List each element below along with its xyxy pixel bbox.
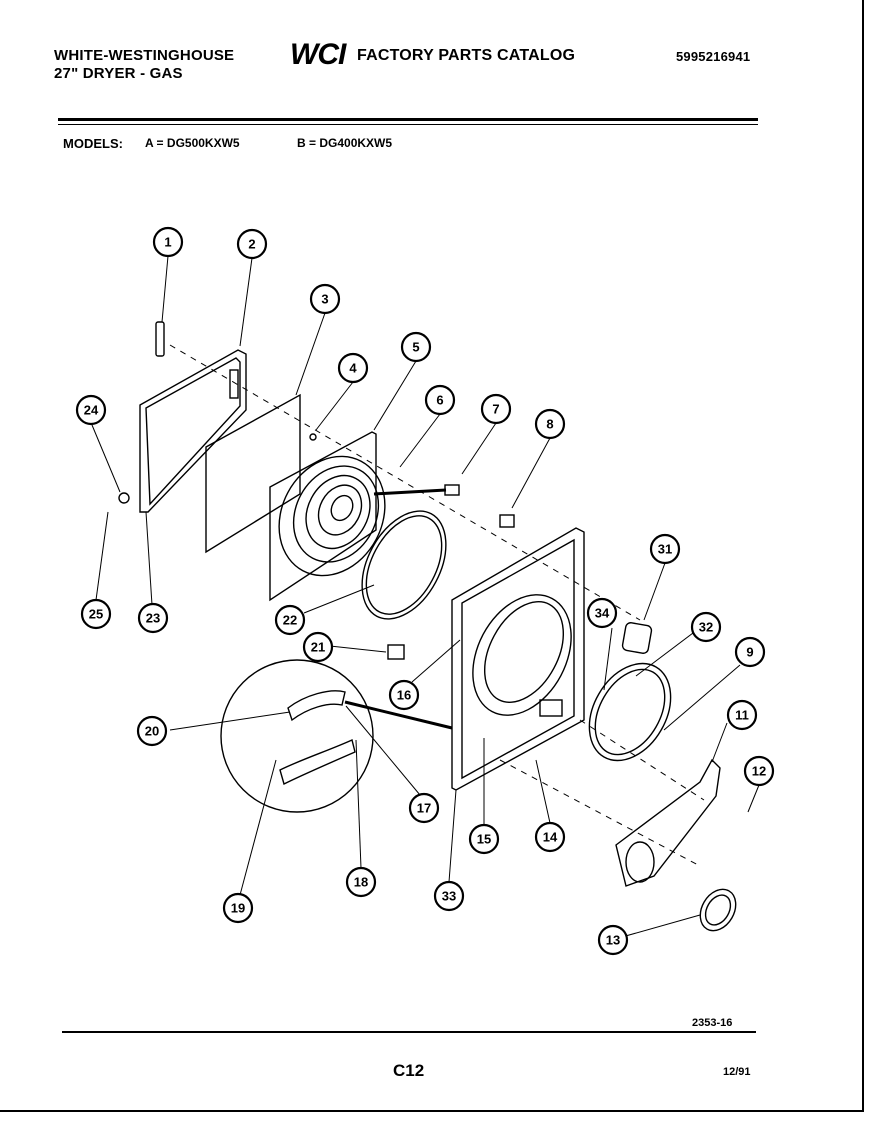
svg-text:15: 15 <box>477 832 491 847</box>
callout-17: 17 <box>408 792 440 824</box>
models-label: MODELS: <box>63 136 123 151</box>
svg-text:32: 32 <box>699 620 713 635</box>
page-number: C12 <box>393 1061 425 1080</box>
svg-text:6: 6 <box>436 393 443 408</box>
part-22-gasket <box>361 510 447 620</box>
part-1-hinge <box>155 321 165 357</box>
part-24-screw <box>118 492 130 504</box>
svg-text:9: 9 <box>746 645 753 660</box>
svg-text:14: 14 <box>543 830 558 845</box>
callout-16: 16 <box>388 679 420 711</box>
svg-text:25: 25 <box>89 607 103 622</box>
svg-text:2: 2 <box>248 237 255 252</box>
svg-text:4: 4 <box>349 361 357 376</box>
callout-8: 8 <box>534 408 566 440</box>
callout-24: 24 <box>75 394 107 426</box>
callout-9: 9 <box>734 636 766 668</box>
model-a: A = DG500KXW5 <box>145 136 240 150</box>
svg-text:22: 22 <box>283 613 297 628</box>
part-9-ring <box>588 662 672 762</box>
part-4-screw <box>309 433 317 441</box>
callout-25: 25 <box>80 598 112 630</box>
catalog-date: 12/91 <box>723 1066 751 1078</box>
figure-number: 2353-16 <box>692 1017 733 1029</box>
callout-12: 12 <box>743 755 775 787</box>
svg-text:5: 5 <box>412 340 419 355</box>
callout-4: 4 <box>337 352 369 384</box>
svg-text:18: 18 <box>354 875 368 890</box>
callout-6: 6 <box>424 384 456 416</box>
svg-text:1: 1 <box>164 235 171 250</box>
part-13-seal <box>699 888 737 932</box>
catalog-part-number: 5995216941 <box>676 49 751 64</box>
product-type: 27" DRYER - GAS <box>54 65 183 82</box>
svg-text:19: 19 <box>231 901 245 916</box>
part-33-front-panel <box>451 527 585 791</box>
part-31-lens <box>621 622 653 654</box>
svg-text:34: 34 <box>595 606 610 621</box>
brand-name: WHITE-WESTINGHOUSE <box>54 47 235 64</box>
page-border-right <box>862 0 864 1110</box>
header-rule <box>58 118 758 121</box>
svg-text:7: 7 <box>492 402 499 417</box>
callout-22: 22 <box>274 604 306 636</box>
part-5-door-liner <box>269 431 377 602</box>
svg-text:11: 11 <box>735 708 749 723</box>
footer-rule <box>62 1031 756 1033</box>
model-b: B = DG400KXW5 <box>297 136 393 150</box>
callout-13: 13 <box>597 924 629 956</box>
part-8-catch <box>499 514 515 528</box>
svg-text:17: 17 <box>417 801 431 816</box>
part-2-outer-door <box>139 349 247 513</box>
callout-7: 7 <box>480 393 512 425</box>
part-21-clip <box>387 644 405 660</box>
page-border-bottom <box>0 1110 864 1112</box>
svg-text:24: 24 <box>84 403 99 418</box>
svg-text:20: 20 <box>145 724 159 739</box>
svg-text:3: 3 <box>321 292 328 307</box>
part-3-inner-door <box>205 393 301 554</box>
wci-logo: WCI <box>290 38 346 71</box>
callout-32: 32 <box>690 611 722 643</box>
callout-5: 5 <box>400 331 432 363</box>
catalog-title: FACTORY PARTS CATALOG <box>357 47 576 64</box>
callout-3: 3 <box>309 283 341 315</box>
callout-33: 33 <box>433 880 465 912</box>
svg-text:33: 33 <box>442 889 456 904</box>
svg-text:16: 16 <box>397 688 411 703</box>
header-rule-thin <box>58 124 758 125</box>
svg-text:21: 21 <box>311 640 325 655</box>
callout-14: 14 <box>534 821 566 853</box>
callout-21: 21 <box>302 631 334 663</box>
callout-31: 31 <box>649 533 681 565</box>
callout-23: 23 <box>137 602 169 634</box>
callout-18: 18 <box>345 866 377 898</box>
callout-15: 15 <box>468 823 500 855</box>
callout-34: 34 <box>586 597 618 629</box>
svg-text:8: 8 <box>546 417 553 432</box>
svg-text:31: 31 <box>658 542 672 557</box>
callout-1: 1 <box>152 226 184 258</box>
callout-20: 20 <box>136 715 168 747</box>
callout-19: 19 <box>222 892 254 924</box>
svg-text:13: 13 <box>606 933 620 948</box>
detail-magnifier <box>220 659 374 813</box>
callout-11: 11 <box>726 699 758 731</box>
part-11-duct <box>615 758 721 887</box>
part-7-clip <box>444 484 460 496</box>
svg-text:23: 23 <box>146 611 160 626</box>
svg-text:12: 12 <box>752 764 766 779</box>
callout-2: 2 <box>236 228 268 260</box>
